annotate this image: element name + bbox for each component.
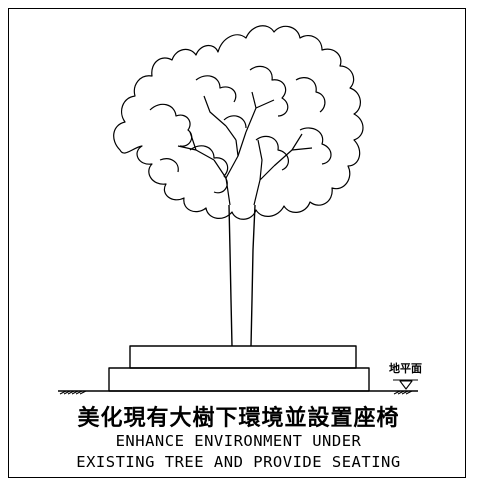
caption-english-line2: EXISTING TREE AND PROVIDE SEATING bbox=[76, 453, 401, 471]
caption-chinese: 美化現有大樹下環境並設置座椅 bbox=[77, 406, 400, 431]
ground-level-marker-icon bbox=[393, 379, 418, 390]
planter-lower-tier bbox=[108, 367, 370, 392]
planter-upper-tier bbox=[129, 345, 357, 369]
ground-level-label: 地平面 bbox=[389, 362, 422, 375]
ground-hatch-left bbox=[59, 390, 87, 395]
tree-canopy-icon bbox=[113, 25, 364, 220]
tree-trunk-icon bbox=[228, 204, 256, 347]
drawing-frame bbox=[8, 8, 466, 478]
ground-hatch-right bbox=[393, 390, 413, 395]
caption-english-line1: ENHANCE ENVIRONMENT UNDER bbox=[115, 432, 362, 450]
